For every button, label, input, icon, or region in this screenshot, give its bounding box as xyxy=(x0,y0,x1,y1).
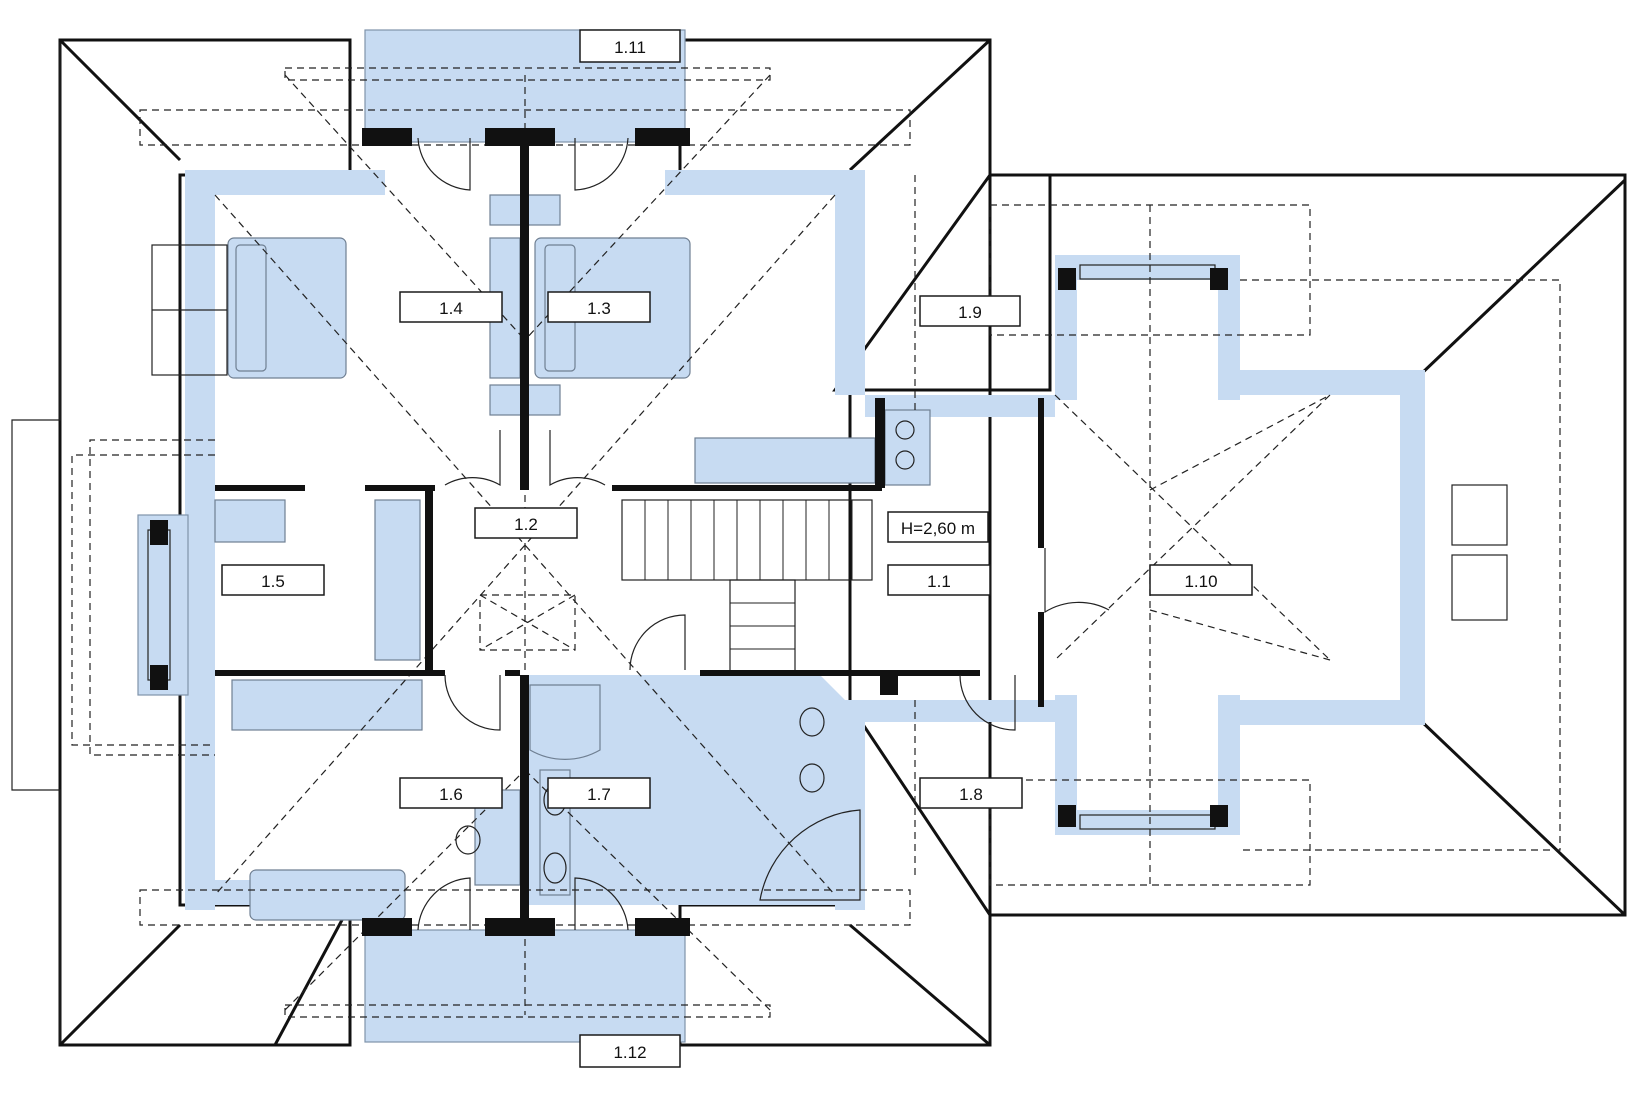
room-number: 1.5 xyxy=(261,572,285,591)
room-label-1-6: 1.6 xyxy=(399,777,503,809)
room-label-1-11: 1.11 xyxy=(579,29,681,63)
walls xyxy=(150,128,1228,936)
room-number: 1.12 xyxy=(613,1043,646,1062)
room-label-1-5: 1.5 xyxy=(221,564,325,596)
room-label-1-1: 1.1 xyxy=(887,564,991,596)
room-label-1-8: 1.8 xyxy=(919,777,1023,809)
room-label-1-9: 1.9 xyxy=(919,295,1021,327)
room-number: 1.9 xyxy=(958,303,982,322)
room-number: 1.3 xyxy=(587,299,611,318)
room-label-1-12: 1.12 xyxy=(579,1034,681,1068)
room-number: 1.1 xyxy=(927,572,951,591)
room-label-1-3: 1.3 xyxy=(547,291,651,323)
room-label-1-4: 1.4 xyxy=(399,291,503,323)
room-number: 1.11 xyxy=(614,38,646,57)
ceiling-height: H=2,60 m xyxy=(901,519,975,538)
room-number: 1.4 xyxy=(439,299,463,318)
room-label-1-10: 1.10 xyxy=(1149,564,1253,596)
floor-fills xyxy=(137,29,1425,1043)
room-number: 1.10 xyxy=(1184,572,1217,591)
room-label-1-7: 1.7 xyxy=(547,777,651,809)
doors xyxy=(417,137,1110,931)
room-number: 1.7 xyxy=(587,785,611,804)
height-annotation: H=2,60 m xyxy=(887,511,989,543)
room-number: 1.2 xyxy=(514,515,538,534)
room-label-1-2: 1.2 xyxy=(474,507,578,539)
room-number: 1.6 xyxy=(439,785,463,804)
room-number: 1.8 xyxy=(959,785,983,804)
